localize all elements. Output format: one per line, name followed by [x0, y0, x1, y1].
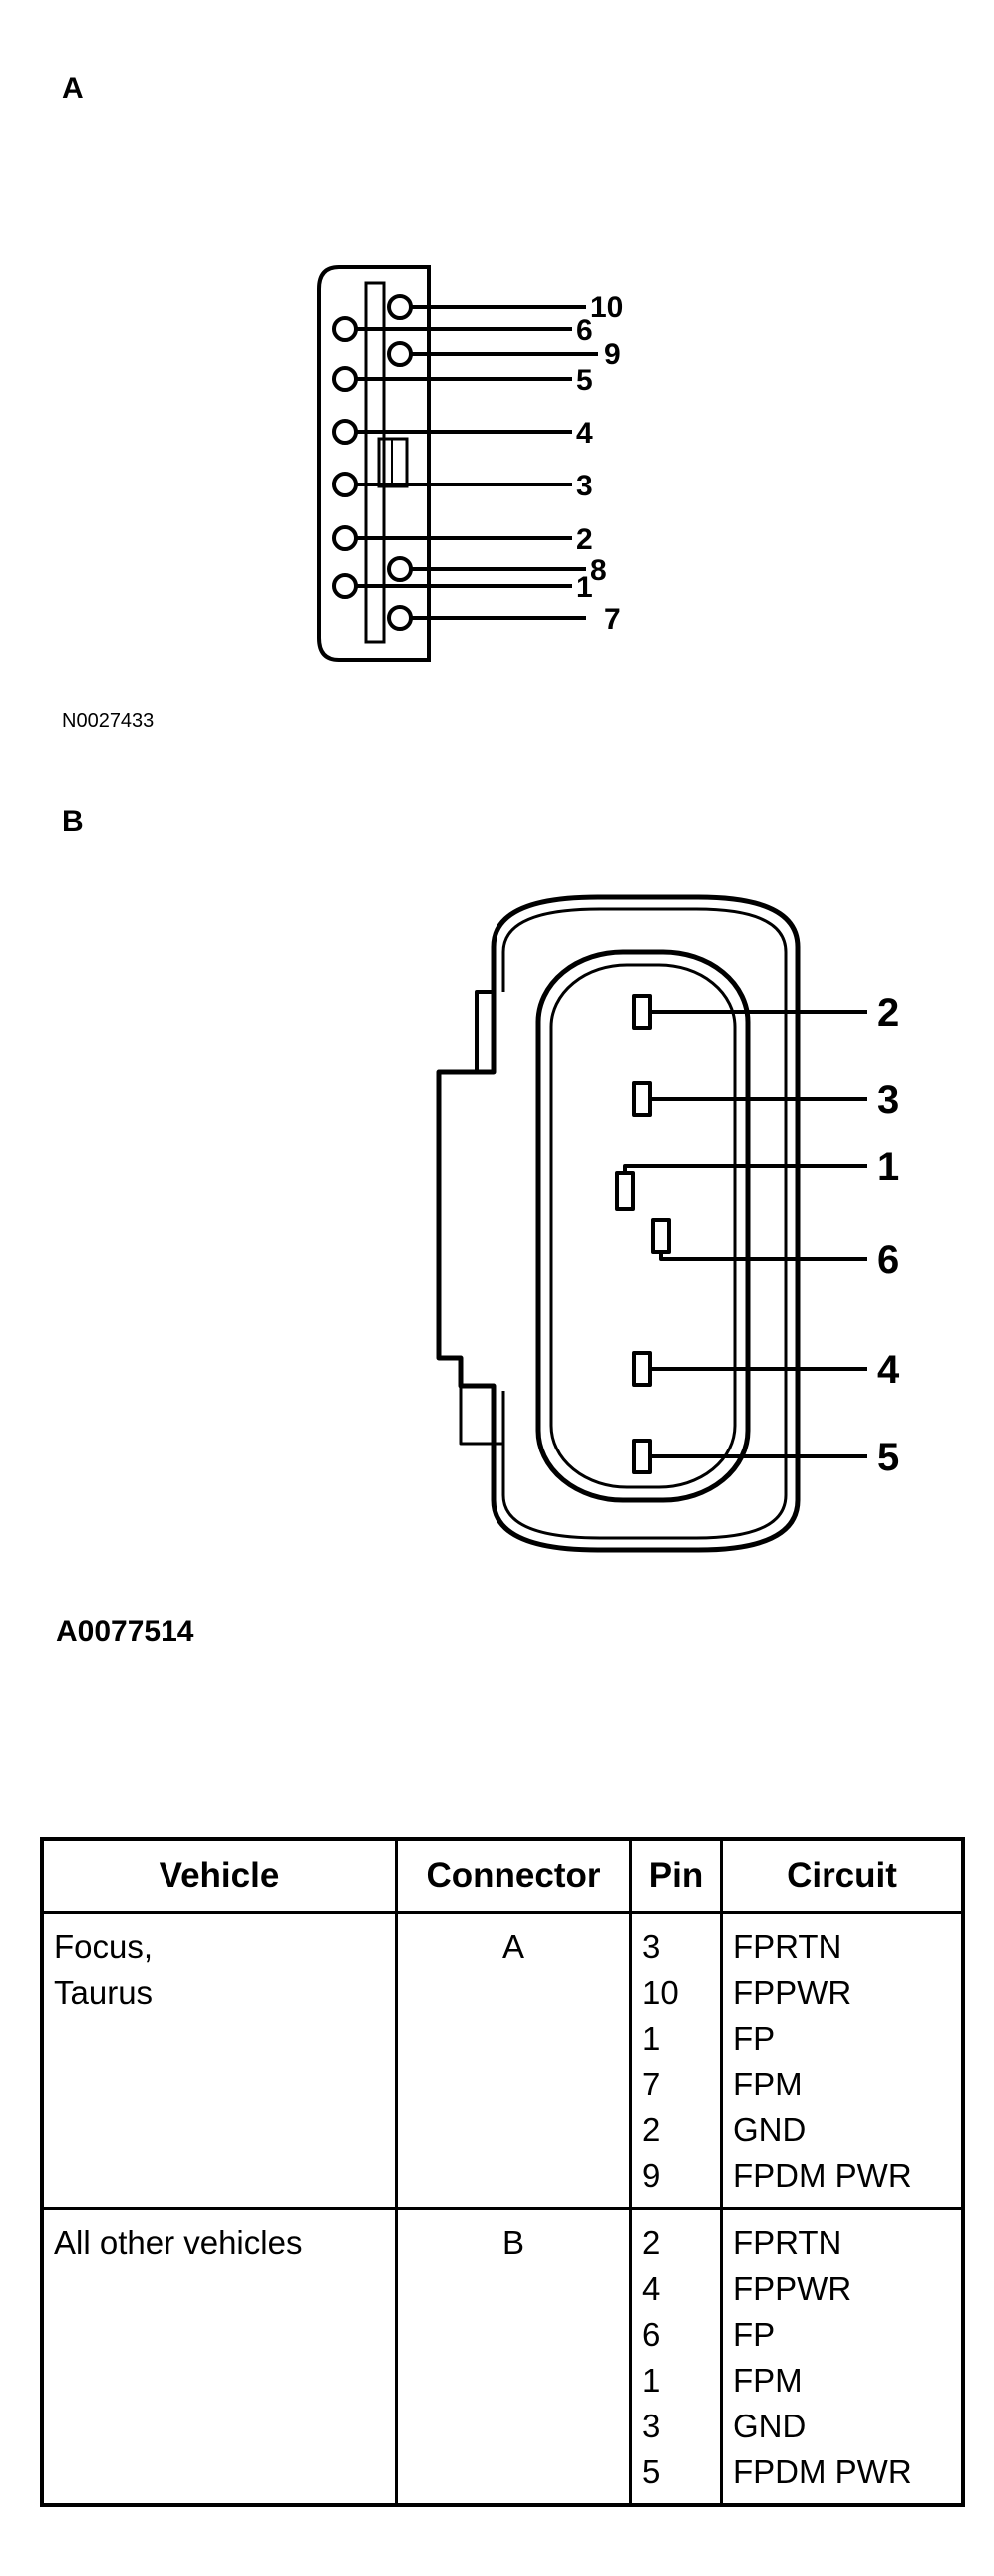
figure-id-a: N0027433: [62, 710, 155, 732]
pin-label-b-1: 1: [877, 1145, 899, 1189]
column-header-circuit: Circuit: [720, 1837, 965, 1914]
pin-value: 3: [642, 1928, 661, 1965]
pin-value: 1: [642, 2020, 661, 2057]
pin-label-a-5: 5: [576, 364, 593, 397]
circuit-value: FPDM PWR: [733, 2453, 912, 2490]
pin-value: 2: [642, 2224, 661, 2261]
pin-label-b-4: 4: [877, 1348, 900, 1392]
circuit-value: GND: [733, 2111, 807, 2148]
table-row: Focus, Taurus A 3 10 1 7 2 9 FPRTN FPPWR…: [40, 1911, 965, 2209]
pin-label-a-6: 6: [576, 314, 593, 347]
pin-circuit-table: Vehicle Connector Pin Circuit Focus, Tau…: [40, 1837, 965, 2507]
pin-value: 2: [642, 2111, 661, 2148]
circuit-value: GND: [733, 2408, 807, 2444]
connector-b-outer-shell: [436, 894, 801, 1553]
vehicle-line: All other vehicles: [54, 2224, 303, 2261]
connector-a-diagram: 10 6 9 5 4 3 2 8 1 7: [317, 265, 623, 662]
pin-label-a-10: 10: [590, 291, 623, 324]
pin-value: 6: [642, 2316, 661, 2353]
circuit-value: FPRTN: [733, 1928, 842, 1965]
pin-label-a-8: 8: [590, 554, 607, 587]
connector-cell: A: [395, 1911, 632, 2209]
pin-label-a-9: 9: [604, 338, 621, 371]
column-header-vehicle: Vehicle: [40, 1837, 398, 1914]
vehicle-cell: All other vehicles: [40, 2207, 398, 2505]
pin-value: 5: [642, 2453, 661, 2490]
pin-label-a-7: 7: [604, 603, 621, 636]
pin-cell: 3 10 1 7 2 9: [629, 1911, 723, 2209]
table-header-row: Vehicle Connector Pin Circuit: [40, 1837, 965, 1914]
circuit-cell: FPRTN FPPWR FP FPM GND FPDM PWR: [720, 1911, 965, 2209]
pin-value: 7: [642, 2066, 661, 2102]
circuit-value: FPDM PWR: [733, 2157, 912, 2194]
connector-b-diagram: 2 3 1 6 4 5: [436, 894, 900, 1553]
pin-cell: 2 4 6 1 3 5: [629, 2207, 723, 2505]
pin-label-a-1: 1: [576, 571, 593, 604]
pin-label-b-3: 3: [877, 1078, 899, 1122]
vehicle-line: Focus,: [54, 1928, 154, 1965]
connector-b-inner-outline: [535, 949, 751, 1503]
pin-value: 9: [642, 2157, 661, 2194]
connector-a-housing: [317, 265, 431, 662]
table-row: All other vehicles B 2 4 6 1 3 5 FPRTN F…: [40, 2207, 965, 2505]
circuit-value: FP: [733, 2020, 776, 2057]
section-label-a: A: [62, 72, 84, 105]
circuit-value: FP: [733, 2316, 776, 2353]
section-label-b: B: [62, 805, 84, 838]
pin-label-b-5: 5: [877, 1436, 899, 1479]
pin-label-b-2: 2: [877, 991, 899, 1035]
circuit-value: FPRTN: [733, 2224, 842, 2261]
vehicle-cell: Focus, Taurus: [40, 1911, 398, 2209]
pin-value: 1: [642, 2362, 661, 2399]
circuit-cell: FPRTN FPPWR FP FPM GND FPDM PWR: [720, 2207, 965, 2505]
column-header-connector: Connector: [395, 1837, 632, 1914]
column-header-pin: Pin: [629, 1837, 723, 1914]
pin-label-a-2: 2: [576, 523, 593, 556]
pin-label-a-3: 3: [576, 470, 593, 502]
pin-value: 4: [642, 2270, 661, 2307]
circuit-value: FPPWR: [733, 2270, 852, 2307]
circuit-value: FPM: [733, 2362, 803, 2399]
circuit-value: FPPWR: [733, 1974, 852, 2011]
connector-a-inner-bar: [364, 281, 386, 644]
pin-label-a-4: 4: [576, 417, 593, 450]
pin-label-b-6: 6: [877, 1238, 899, 1282]
pin-value: 10: [642, 1974, 679, 2011]
pin-value: 3: [642, 2408, 661, 2444]
figure-id-b: A0077514: [56, 1615, 194, 1648]
vehicle-line: Taurus: [54, 1974, 154, 2011]
circuit-value: FPM: [733, 2066, 803, 2102]
connector-cell: B: [395, 2207, 632, 2505]
